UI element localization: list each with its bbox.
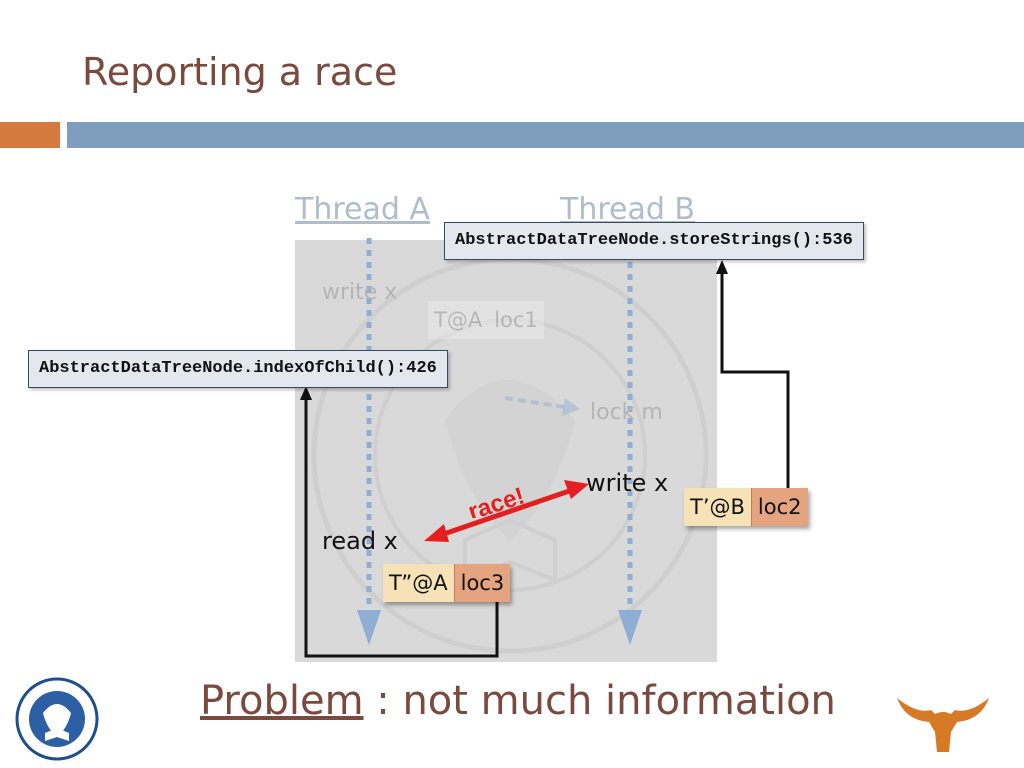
tag-b-loc: loc2: [750, 488, 808, 526]
faded-write-x: write x: [322, 280, 398, 305]
connector-loc2-arrowhead: [716, 260, 728, 274]
problem-keyword: Problem: [200, 678, 364, 724]
longhorn-logo: [897, 698, 989, 752]
race-arrowhead-right: [564, 480, 589, 499]
read-x-op: read x: [322, 527, 398, 555]
connector-loc2-to-store: [720, 272, 790, 490]
tag-a-loc: loc3: [453, 564, 511, 602]
tag-b-clock: T’@B: [684, 488, 751, 526]
faded-tag-clock: T@A: [428, 301, 489, 339]
sync-edge: [504, 396, 566, 409]
clock-tag-a: T”@A loc3: [383, 564, 511, 602]
connector-loc3-to-index: [304, 398, 499, 658]
race-arrow: [437, 486, 576, 539]
store-strings-location: AbstractDataTreeNode.storeStrings():536: [444, 222, 864, 260]
header-rule-bar: [67, 122, 1024, 148]
problem-statement: Problem : not much information: [200, 678, 836, 724]
race-arrowhead-left: [424, 524, 449, 542]
slide-title: Reporting a race: [82, 50, 398, 94]
race-label-text: race!: [465, 482, 528, 518]
connector-loc3-arrowhead: [300, 386, 312, 400]
index-of-child-location: AbstractDataTreeNode.indexOfChild():426: [28, 350, 448, 388]
tag-a-clock: T”@A: [383, 564, 454, 602]
tufts-seal-logo: [15, 677, 99, 761]
write-x-op: write x: [586, 469, 669, 497]
sync-edge-arrowhead: [562, 398, 580, 416]
problem-description: : not much information: [363, 678, 836, 724]
thread-b-label: Thread B: [560, 192, 696, 227]
thread-b-arrowhead: [618, 610, 642, 645]
thread-a-label: Thread A: [295, 192, 430, 227]
faded-clock-tag: T@A loc1: [428, 301, 544, 339]
faded-tag-loc: loc1: [488, 301, 544, 339]
race-label: race!: [465, 482, 528, 518]
thread-a-arrowhead: [357, 610, 381, 645]
faded-lock-m: lock m: [590, 400, 663, 425]
clock-tag-b: T’@B loc2: [684, 488, 808, 526]
header-accent-bar: [0, 122, 60, 148]
